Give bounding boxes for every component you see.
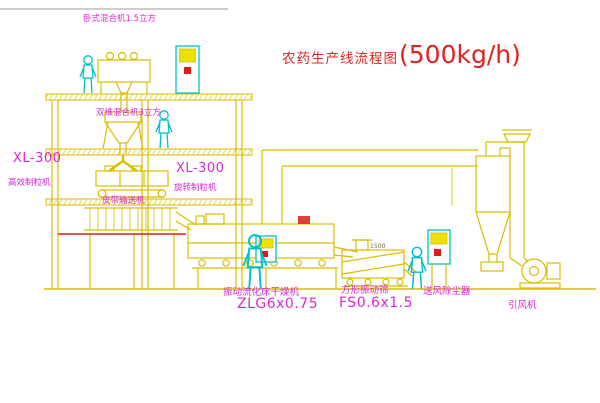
dryer-inlet-marker (298, 216, 310, 224)
label-xl300-left: XL-300 (13, 151, 62, 166)
exhaust-duct (261, 149, 478, 224)
label-horizontal-mixer: 卧式混合机1.5立方 (83, 14, 157, 24)
label-granulator-left: 高效制粒机 (8, 178, 51, 188)
drawing-title-text: 农药生产线流程图 (282, 51, 398, 67)
support-platform (84, 207, 197, 289)
label-screen-name: 方形振动筛 (341, 285, 389, 296)
building-frame (45, 93, 253, 289)
drawing-title-capacity: (500kg/h) (399, 40, 521, 69)
label-dust-collector: 送风除尘器 (423, 286, 471, 297)
label-cone-mixer: 双维混合机3立方 (96, 108, 161, 118)
cone-mixer (102, 111, 144, 172)
label-xl300-mid: XL-300 (176, 161, 225, 176)
control-cabinet-3 (427, 229, 451, 289)
control-cabinet-1 (175, 45, 200, 94)
label-granulator-mid: 旋转制粒机 (174, 183, 217, 193)
drawing-title: 农药生产线流程图 (500kg/h) (282, 40, 521, 69)
vibrating-screen (341, 239, 417, 287)
induced-draft-fan (519, 258, 561, 289)
label-belt-conveyor: 皮带输送机 (102, 196, 145, 206)
label-dryer-model: ZLG6x0.75 (237, 296, 319, 312)
cyclone-separator (451, 142, 511, 272)
dimension-1500: 1500 (370, 243, 386, 250)
horizontal-mixer (97, 51, 151, 112)
granulator (95, 165, 169, 187)
exhaust-stack (486, 129, 532, 267)
worker-figure-1 (79, 55, 97, 94)
label-screen-model: FS0.6x1.5 (339, 295, 414, 311)
label-induced-fan: 引风机 (508, 300, 537, 311)
label-dryer-name: 振动流化床干燥机 (223, 287, 300, 298)
discharge-belt (97, 189, 167, 198)
